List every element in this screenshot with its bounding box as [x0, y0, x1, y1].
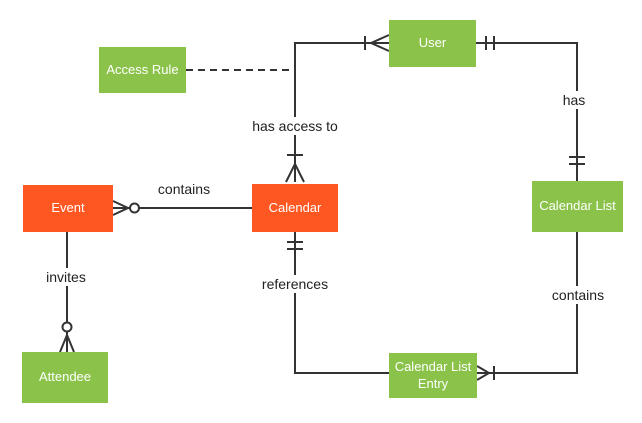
zero-circle-icon — [129, 202, 140, 214]
crows-foot-many-icon — [285, 163, 305, 183]
relationship-label-contains: contains — [152, 180, 216, 198]
crows-foot-many-icon — [370, 34, 390, 52]
entity-label: Calendar — [268, 199, 322, 215]
entity-calendar-list[interactable]: Calendar List — [532, 181, 623, 232]
entity-label: Event — [51, 200, 85, 216]
connector-calendar-contains-event — [112, 200, 252, 216]
entity-user[interactable]: User — [389, 20, 476, 67]
entity-calendar-list-entry[interactable]: Calendar List Entry — [389, 353, 477, 398]
entity-event[interactable]: Event — [23, 185, 113, 232]
entity-label: Calendar List — [539, 198, 616, 214]
connector-entry-references-calendar — [287, 232, 389, 374]
entity-calendar[interactable]: Calendar — [252, 184, 338, 232]
cardinality-double-bar-icon — [569, 156, 585, 165]
relationship-label-references: references — [256, 275, 334, 293]
entity-attendee[interactable]: Attendee — [22, 352, 108, 403]
zero-circle-icon — [61, 321, 73, 333]
connector-calendar-has-access-to-user — [285, 34, 390, 183]
cardinality-double-bar-icon — [287, 241, 303, 250]
relationship-label-invites: invites — [41, 268, 91, 286]
crows-foot-many-icon — [112, 200, 129, 216]
entity-access-rule[interactable]: Access Rule — [99, 47, 186, 93]
relationship-label-has: has — [557, 91, 591, 109]
crows-foot-many-icon — [59, 334, 75, 353]
cardinality-double-bar-icon — [485, 36, 495, 50]
entity-label: Calendar List Entry — [394, 359, 472, 391]
relationship-label-contains-right: contains — [546, 286, 610, 304]
entity-label: Access Rule — [106, 61, 179, 77]
connector-user-has-calendar-list — [476, 36, 585, 181]
relationship-label-has-access-to: has access to — [247, 117, 343, 135]
connector-calendar-list-contains-entry — [476, 232, 578, 381]
crows-foot-many-icon — [476, 365, 490, 381]
connector-event-invites-attendee — [59, 232, 75, 353]
entity-label: Attendee — [38, 369, 92, 385]
entity-label: User — [418, 35, 447, 51]
